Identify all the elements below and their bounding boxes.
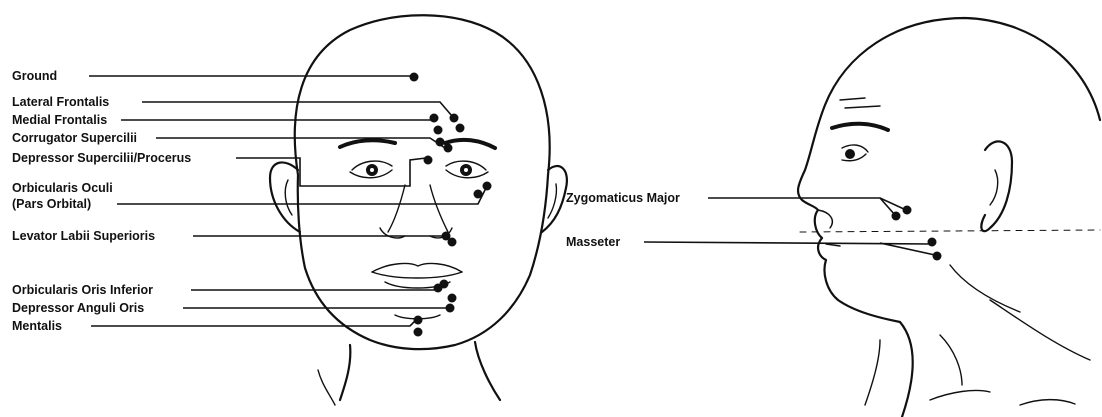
electrode-medial-frontalis xyxy=(430,114,439,123)
electrode-orbicularis-oris-2 xyxy=(440,280,449,289)
label-zygomaticus-major: Zygomaticus Major xyxy=(566,191,680,205)
electrode-procerus xyxy=(424,156,433,165)
leader-lines-profile xyxy=(644,198,935,255)
front-face-features xyxy=(340,140,495,319)
electrode-masseter xyxy=(928,238,937,247)
label-depressor-anguli: Depressor Anguli Oris xyxy=(12,301,144,315)
electrode-masseter-2 xyxy=(933,252,942,261)
profile-head-outline xyxy=(798,18,1100,417)
electrode-corrugator xyxy=(444,144,453,153)
label-medial-frontalis: Medial Frontalis xyxy=(12,113,107,127)
label-pars-orbital: (Pars Orbital) xyxy=(12,197,91,211)
front-head-outline xyxy=(270,15,567,405)
electrode-mentalis-2 xyxy=(414,328,423,337)
electrode-orbicularis-oculi xyxy=(474,190,483,199)
electrode-lateral-frontalis-2 xyxy=(456,124,465,133)
electrode-zygomaticus xyxy=(892,212,901,221)
electrode-zygomaticus-2 xyxy=(903,206,912,215)
electrode-levator-labii-2 xyxy=(448,238,457,247)
label-orbicularis-oculi: Orbicularis Oculi xyxy=(12,181,113,195)
electrode-lateral-frontalis xyxy=(450,114,459,123)
electrode-mentalis xyxy=(414,316,423,325)
label-lateral-frontalis: Lateral Frontalis xyxy=(12,95,109,109)
label-ground: Ground xyxy=(12,69,57,83)
electrode-depressor-anguli-2 xyxy=(446,304,455,313)
electrode-depressor-anguli xyxy=(448,294,457,303)
label-mentalis: Mentalis xyxy=(12,319,62,333)
label-orbicularis-oris: Orbicularis Oris Inferior xyxy=(12,283,153,297)
electrode-corrugator-2 xyxy=(436,138,445,147)
electrode-orbicularis-oculi-2 xyxy=(483,182,492,191)
electrode-medial-frontalis-2 xyxy=(434,126,443,135)
label-masseter: Masseter xyxy=(566,235,620,249)
electrode-ground xyxy=(410,73,419,82)
label-corrugator-supercilii: Corrugator Supercilii xyxy=(12,131,137,145)
label-levator-labii: Levator Labii Superioris xyxy=(12,229,155,243)
label-depressor-supercilii: Depressor Supercilii/Procerus xyxy=(12,151,191,165)
